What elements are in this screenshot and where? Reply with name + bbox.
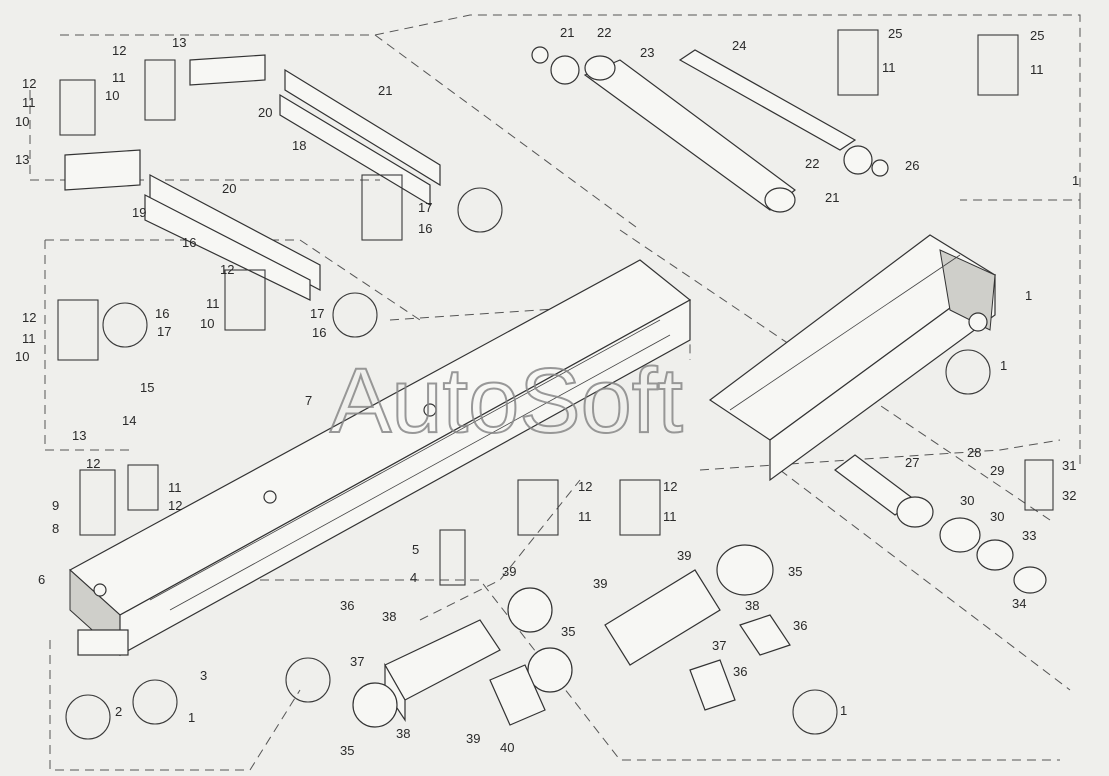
callout-28: 28 xyxy=(967,445,981,460)
callout-36-c: 36 xyxy=(733,664,747,679)
callout-1-b: 1 xyxy=(1025,288,1032,303)
callout-38-c: 38 xyxy=(745,598,759,613)
callout-labels: 12 11 10 13 12 11 10 13 21 20 18 20 19 1… xyxy=(15,25,1079,758)
callout-12-c: 12 xyxy=(220,262,234,277)
callout-26: 26 xyxy=(905,158,919,173)
main-beam xyxy=(68,259,692,657)
callout-20-a: 20 xyxy=(258,105,272,120)
shaft-assembly xyxy=(834,454,1047,594)
callout-1-d: 1 xyxy=(840,703,847,718)
callout-27: 27 xyxy=(905,455,919,470)
callout-1-c: 1 xyxy=(1000,358,1007,373)
callout-23: 23 xyxy=(640,45,654,60)
callout-12-b: 12 xyxy=(22,76,36,91)
callout-19: 19 xyxy=(132,205,146,220)
callout-22-b: 22 xyxy=(805,156,819,171)
callout-5: 5 xyxy=(412,542,419,557)
callout-33: 33 xyxy=(1022,528,1036,543)
callout-13-c: 13 xyxy=(72,428,86,443)
callout-39-d: 39 xyxy=(593,576,607,591)
callout-14: 14 xyxy=(122,413,136,428)
lower-left-supports xyxy=(352,587,573,728)
callout-6: 6 xyxy=(38,572,45,587)
callout-4: 4 xyxy=(410,570,417,585)
callout-13-b: 13 xyxy=(15,152,29,167)
callout-10-a: 10 xyxy=(105,88,119,103)
callout-25-a: 25 xyxy=(888,26,902,41)
callout-16-d: 16 xyxy=(155,306,169,321)
callout-17-a: 17 xyxy=(418,200,432,215)
callout-38-a: 38 xyxy=(382,609,396,624)
callout-7: 7 xyxy=(305,393,312,408)
callout-12-d: 12 xyxy=(22,310,36,325)
callout-35-a: 35 xyxy=(561,624,575,639)
callout-20-b: 20 xyxy=(222,181,236,196)
callout-36-b: 36 xyxy=(793,618,807,633)
callout-17-c: 17 xyxy=(157,324,171,339)
watermark-text: AutoSoft xyxy=(330,350,683,452)
right-beam xyxy=(708,234,997,482)
callout-11-g: 11 xyxy=(168,480,182,495)
callout-21-a: 21 xyxy=(378,83,392,98)
callout-38-b: 38 xyxy=(396,726,410,741)
callout-11-i: 11 xyxy=(663,509,677,524)
callout-34: 34 xyxy=(1012,596,1026,611)
callout-21-b: 21 xyxy=(560,25,574,40)
callout-11-a: 11 xyxy=(112,70,126,85)
callout-39-b: 39 xyxy=(466,731,480,746)
callout-12-h: 12 xyxy=(663,479,677,494)
callout-16-a: 16 xyxy=(182,235,196,250)
callout-30-a: 30 xyxy=(960,493,974,508)
callout-11-c: 11 xyxy=(882,60,896,75)
callout-11-b: 11 xyxy=(22,95,36,110)
callout-11-h: 11 xyxy=(578,509,592,524)
callout-12-g: 12 xyxy=(578,479,592,494)
lower-right-supports xyxy=(604,544,791,711)
callout-10-b: 10 xyxy=(15,114,29,129)
callout-15: 15 xyxy=(140,380,154,395)
callout-16-b: 16 xyxy=(418,221,432,236)
callout-24: 24 xyxy=(732,38,746,53)
callout-1-a: 1 xyxy=(1072,173,1079,188)
callout-11-e: 11 xyxy=(206,296,220,311)
detail-bubbles xyxy=(57,29,1054,740)
callout-31: 31 xyxy=(1062,458,1076,473)
callout-2: 2 xyxy=(115,704,122,719)
callout-39-c: 39 xyxy=(677,548,691,563)
callout-32: 32 xyxy=(1062,488,1076,503)
callout-22-a: 22 xyxy=(597,25,611,40)
callout-10-d: 10 xyxy=(15,349,29,364)
callout-39-a: 39 xyxy=(502,564,516,579)
callout-36-a: 36 xyxy=(340,598,354,613)
callout-17-b: 17 xyxy=(310,306,324,321)
callout-18: 18 xyxy=(292,138,306,153)
callout-35-b: 35 xyxy=(340,743,354,758)
callout-12-a: 12 xyxy=(112,43,126,58)
callout-21-c: 21 xyxy=(825,190,839,205)
callout-25-b: 25 xyxy=(1030,28,1044,43)
callout-30-b: 30 xyxy=(990,509,1004,524)
callout-9: 9 xyxy=(52,498,59,513)
callout-1-e: 1 xyxy=(188,710,195,725)
callout-35-c: 35 xyxy=(788,564,802,579)
drums xyxy=(531,46,889,213)
callout-29: 29 xyxy=(990,463,1004,478)
upper-cross-members xyxy=(64,54,441,301)
callout-8: 8 xyxy=(52,521,59,536)
callout-16-c: 16 xyxy=(312,325,326,340)
callout-12-f: 12 xyxy=(168,498,182,513)
callout-11-f: 11 xyxy=(22,331,36,346)
callout-37-b: 37 xyxy=(712,638,726,653)
callout-37-a: 37 xyxy=(350,654,364,669)
callout-3: 3 xyxy=(200,668,207,683)
callout-40: 40 xyxy=(500,740,514,755)
callout-10-c: 10 xyxy=(200,316,214,331)
callout-12-e: 12 xyxy=(86,456,100,471)
callout-11-d: 11 xyxy=(1030,62,1044,77)
callout-13-a: 13 xyxy=(172,35,186,50)
